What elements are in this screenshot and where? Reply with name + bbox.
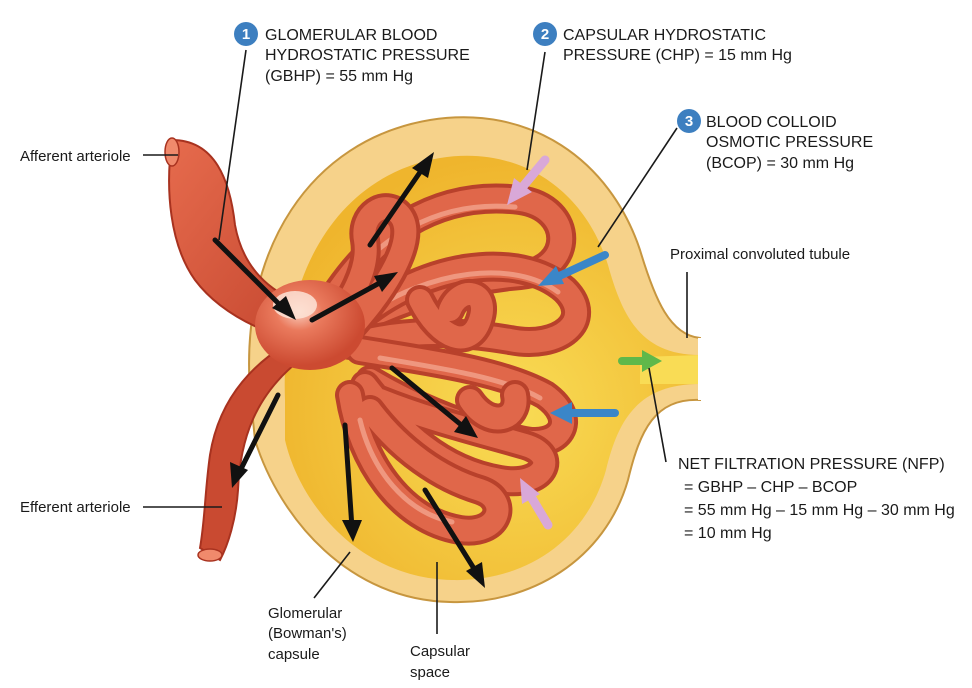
bcop-arrow-upper: [551, 251, 609, 282]
bcop-line-2: OSMOTIC PRESSURE: [706, 134, 873, 151]
nfp-line-3: = 55 mm Hg – 15 mm Hg – 30 mm Hg: [684, 502, 955, 519]
afferent-arteriole-label: Afferent arteriole: [20, 148, 131, 165]
nfp-arrow-head: [642, 350, 662, 372]
chp-arrows: [507, 155, 553, 530]
badge-3: 3: [677, 109, 701, 133]
svg-text:(Bowman's): (Bowman's): [268, 625, 347, 642]
bcop-label: BLOOD COLLOID OSMOTIC PRESSURE (BCOP) = …: [706, 114, 873, 172]
arrow-head-7: [466, 562, 485, 588]
efferent-arteriole-label: Efferent arteriole: [20, 499, 131, 516]
nfp-arrow: [618, 350, 662, 372]
leader-lines: [143, 49, 688, 634]
nfp-line-1: NET FILTRATION PRESSURE (NFP): [678, 456, 945, 473]
capsular-space-label: Capsular space: [410, 643, 470, 681]
arterioles: [164, 137, 332, 562]
bcop-arrows: [538, 251, 619, 424]
bcop-arrow-upper-head: [538, 266, 564, 286]
arrow-head-1: [272, 296, 296, 320]
arrow-head-6: [342, 520, 362, 542]
gbhp-line-2: HYDROSTATIC PRESSURE: [265, 47, 470, 64]
svg-text:1: 1: [242, 26, 250, 43]
chp-arrow-top: [515, 155, 550, 195]
gbhp-label: GLOMERULAR BLOOD HYDROSTATIC PRESSURE (G…: [265, 27, 470, 85]
arrow-head-5: [230, 462, 248, 488]
proximal-tubule-label: Proximal convoluted tubule: [670, 246, 850, 263]
nfp-label: NET FILTRATION PRESSURE (NFP) = GBHP – C…: [678, 456, 955, 542]
efferent-cut-end: [197, 548, 223, 562]
bcop-line-1: BLOOD COLLOID: [706, 114, 837, 131]
svg-text:Glomerular: Glomerular: [268, 605, 342, 622]
nfp-line-4: = 10 mm Hg: [684, 525, 772, 542]
chp-arrow-bottom-head: [520, 478, 540, 504]
gbhp-flow-arrows: [212, 152, 485, 588]
arrow-head-3: [374, 272, 398, 292]
efferent-arteriole: [198, 343, 302, 562]
gbhp-line-1: GLOMERULAR BLOOD: [265, 27, 437, 44]
svg-text:space: space: [410, 664, 450, 681]
nfp-line-2: = GBHP – CHP – BCOP: [684, 479, 857, 496]
chp-line-1: CAPSULAR HYDROSTATIC: [563, 27, 766, 44]
chp-line-2: PRESSURE (CHP) = 15 mm Hg: [563, 47, 792, 64]
chp-label: CAPSULAR HYDROSTATIC PRESSURE (CHP) = 15…: [563, 27, 792, 64]
glomerular-capsule-label: Glomerular (Bowman's) capsule: [268, 605, 347, 663]
badge-1: 1: [234, 22, 258, 46]
arrow-head-2: [412, 152, 434, 178]
svg-text:capsule: capsule: [268, 646, 320, 663]
gbhp-line-3: (GBHP) = 55 mm Hg: [265, 68, 413, 85]
svg-text:3: 3: [685, 113, 693, 130]
chp-arrow-top-head: [507, 178, 532, 205]
afferent-cut-end: [164, 137, 180, 167]
svg-text:Capsular: Capsular: [410, 643, 470, 660]
bcop-line-3: (BCOP) = 30 mm Hg: [706, 155, 854, 172]
svg-text:2: 2: [541, 26, 549, 43]
badge-2: 2: [533, 22, 557, 46]
chp-arrow-bottom: [525, 490, 553, 530]
bcop-arrow-lower-head: [550, 402, 572, 424]
arrow-head-4: [454, 416, 478, 438]
